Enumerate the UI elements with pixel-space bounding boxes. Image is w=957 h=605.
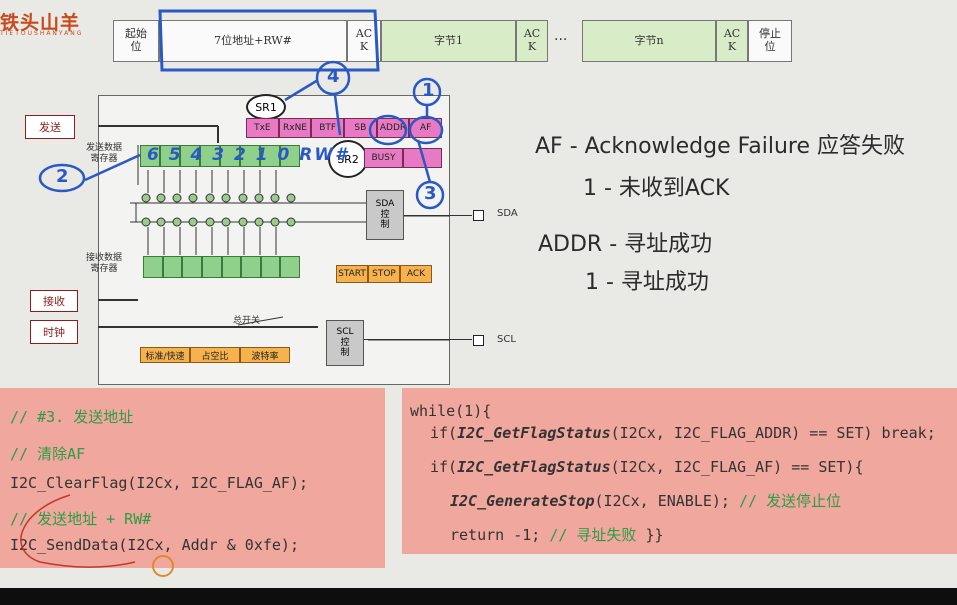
sr1-bit-btf: BTF (311, 118, 345, 138)
scl-pin-icon (473, 335, 484, 346)
sr1-bit-rxne: RxNE (278, 118, 312, 138)
scl-line (364, 339, 472, 340)
rx-data-register (143, 256, 300, 278)
code-right-line-2: if(I2C_GetFlagStatus(I2Cx, I2C_FLAG_ADDR… (430, 424, 936, 442)
ctrl-bit-start: START (336, 265, 368, 283)
sr2-register: BUSY (364, 148, 442, 168)
tx-data-register (140, 145, 300, 167)
addr-description: 1 - 寻址成功 (585, 270, 709, 295)
frame-byte-1: 字节1 (381, 20, 516, 62)
scl-control-block: SCL 控 制 (326, 320, 364, 366)
frame-start: 起始 位 (113, 20, 159, 62)
clock-opt-baud: 波特率 (240, 347, 290, 363)
frame-ack-2: AC K (516, 20, 548, 62)
handwritten-address-outline (158, 9, 380, 72)
annotation-3: 3 (424, 183, 437, 204)
sr1-bit-sb: SB (344, 118, 377, 138)
code-left-line-1: // #3. 发送地址 (10, 408, 134, 426)
sda-pin-icon (473, 210, 484, 221)
logo-subtitle: TIETOUSHANYANG (0, 30, 84, 37)
code-token: // 寻址失败 (549, 526, 637, 544)
clock-opt-mode: 标准/快速 (140, 347, 190, 363)
code-left-line-3: I2C_ClearFlag(I2Cx, I2C_FLAG_AF); (10, 474, 309, 492)
code-token: (I2Cx, I2C_FLAG_AF) == SET){ (610, 458, 864, 476)
handwritten-annotations (38, 60, 445, 210)
code-right-line-1: while(1){ (410, 402, 492, 420)
addr-title: ADDR - 寻址成功 (538, 232, 713, 257)
code-token: if( (430, 424, 458, 442)
master-switch-label: 总开关 (233, 316, 261, 326)
shift-register-wiring (98, 125, 450, 341)
clock-opt-duty: 占空比 (190, 347, 240, 363)
frame-byte-n: 字节n (582, 20, 716, 62)
annotation-1: 1 (422, 80, 435, 101)
code-token: I2C_GetFlagStatus (457, 424, 611, 442)
code-left-line-4: // 发送地址 + RW# (10, 510, 152, 528)
sr1-label: SR1 (246, 94, 286, 120)
code-left-line-2: // 清除AF (10, 445, 86, 463)
code-panel-left: // #3. 发送地址 // 清除AF I2C_ClearFlag(I2Cx, … (0, 388, 385, 568)
af-title: AF - Acknowledge Failure 应答失败 (535, 134, 906, 159)
scl-pin-label: SCL (497, 334, 516, 345)
code-left-line-5: I2C_SendData(I2Cx, Addr & 0xfe); (10, 536, 299, 554)
handwritten-bit-numbers: 6 5 4 3 2 1 0 RW# (147, 145, 349, 165)
frame-ellipsis: ··· (554, 32, 568, 48)
send-button[interactable]: 发送 (25, 115, 75, 139)
af-description: 1 - 未收到ACK (583, 176, 730, 201)
clock-config-register: 标准/快速 占空比 波特率 (140, 347, 290, 363)
logo: 铁头山羊 (0, 12, 81, 34)
code-token: if( (430, 458, 458, 476)
annotation-4: 4 (327, 66, 340, 87)
code-token: (I2Cx, ENABLE); (594, 492, 739, 510)
sr1-bit-txe: TxE (246, 118, 279, 138)
code-token: I2C_GenerateStop (450, 492, 595, 510)
sda-pin-label: SDA (497, 208, 518, 219)
code-token: }} (636, 526, 664, 544)
code-panel-right: while(1){ if(I2C_GetFlagStatus(I2Cx, I2C… (402, 388, 957, 554)
clock-button[interactable]: 时钟 (30, 320, 78, 344)
code-right-line-4: I2C_GenerateStop(I2Cx, ENABLE); // 发送停止位 (450, 490, 841, 511)
code-token: I2C_GetFlagStatus (457, 458, 611, 476)
code-token: // 发送停止位 (739, 492, 842, 510)
rx-register-label: 接收数据 寄存器 (86, 253, 123, 275)
control-register: START STOP ACK (336, 265, 432, 283)
handwritten-underline (20, 494, 174, 577)
frame-stop: 停止 位 (748, 20, 792, 62)
tx-register-label: 发送数据 寄存器 (86, 143, 123, 165)
receive-button[interactable]: 接收 (30, 290, 78, 312)
ctrl-bit-stop: STOP (368, 265, 400, 283)
sda-line (404, 215, 472, 216)
code-token: (I2Cx, I2C_FLAG_ADDR) == SET) break; (610, 424, 936, 442)
annotation-2: 2 (56, 166, 69, 187)
ctrl-bit-ack: ACK (400, 265, 432, 283)
sr2-bit-busy: BUSY (364, 148, 403, 168)
sr1-bit-addr: ADDR (376, 118, 410, 138)
frame-ack-3: AC K (716, 20, 748, 62)
code-right-line-5: return -1; // 寻址失败 }} (450, 524, 664, 545)
code-token: return -1; (450, 526, 550, 544)
bottom-bar (0, 588, 957, 605)
frame-address: 7位地址+RW# (159, 20, 347, 62)
code-right-line-3: if(I2C_GetFlagStatus(I2Cx, I2C_FLAG_AF) … (430, 458, 864, 476)
sda-control-block: SDA 控 制 (366, 190, 404, 240)
